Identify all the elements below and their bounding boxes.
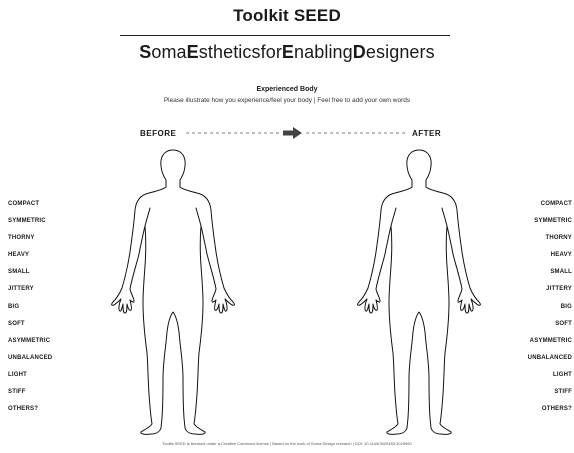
human-body-outline-icon xyxy=(112,150,235,434)
footer-credit: Toolkit SEED is licensed under a Creativ… xyxy=(0,441,574,446)
before-label: BEFORE xyxy=(140,129,176,138)
body-outline-after[interactable] xyxy=(351,148,487,438)
adjective-right-small[interactable]: SMALL xyxy=(528,268,572,285)
adjective-right-jittery[interactable]: JITTERY xyxy=(528,285,572,302)
adjective-right-thorny[interactable]: THORNY xyxy=(528,234,572,251)
adjective-left-symmetric[interactable]: SYMMETRIC xyxy=(8,217,52,234)
toolkit-subtitle: SomaEstheticsforEnablingDesigners xyxy=(0,42,574,63)
subtitle-part: sthetics xyxy=(199,42,261,62)
adjective-right-symmetric[interactable]: SYMMETRIC xyxy=(528,217,572,234)
subtitle-part: esigners xyxy=(366,42,435,62)
adjective-left-small[interactable]: SMALL xyxy=(8,268,52,285)
adjective-left-others[interactable]: OTHERS? xyxy=(8,405,52,422)
adjective-left-unbalanced[interactable]: UNBALANCED xyxy=(8,354,52,371)
adjective-left-compact[interactable]: COMPACT xyxy=(8,200,52,217)
adjective-left-light[interactable]: LIGHT xyxy=(8,371,52,388)
toolkit-title: Toolkit SEED xyxy=(0,6,574,26)
arrow-right-icon xyxy=(283,127,302,139)
instructions-text: Please illustrate how you experience/fee… xyxy=(0,97,574,104)
adjective-right-light[interactable]: LIGHT xyxy=(528,371,572,388)
adjective-right-big[interactable]: BIG xyxy=(528,303,572,320)
adjective-right-others[interactable]: OTHERS? xyxy=(528,405,572,422)
adjective-right-unbalanced[interactable]: UNBALANCED xyxy=(528,354,572,371)
adjective-right-soft[interactable]: SOFT xyxy=(528,320,572,337)
after-label: AFTER xyxy=(412,129,441,138)
subtitle-part: S xyxy=(139,42,151,62)
subtitle-part: for xyxy=(261,42,282,62)
adjective-right-stiff[interactable]: STIFF xyxy=(528,388,572,405)
subtitle-part: D xyxy=(353,42,366,62)
adjective-left-soft[interactable]: SOFT xyxy=(8,320,52,337)
subtitle-part: nabling xyxy=(294,42,353,62)
body-outline-before[interactable] xyxy=(105,148,241,438)
adjective-left-heavy[interactable]: HEAVY xyxy=(8,251,52,268)
adjective-left-thorny[interactable]: THORNY xyxy=(8,234,52,251)
human-body-outline-icon xyxy=(358,150,481,434)
subtitle-part: E xyxy=(187,42,199,62)
title-rule xyxy=(120,35,450,36)
adjective-left-big[interactable]: BIG xyxy=(8,303,52,320)
adjective-right-asymmetric[interactable]: ASYMMETRIC xyxy=(528,337,572,354)
subtitle-part: E xyxy=(282,42,294,62)
adjective-left-stiff[interactable]: STIFF xyxy=(8,388,52,405)
adjective-left-asymmetric[interactable]: ASYMMETRIC xyxy=(8,337,52,354)
subtitle-part: oma xyxy=(151,42,186,62)
adjective-left-jittery[interactable]: JITTERY xyxy=(8,285,52,302)
adjective-right-compact[interactable]: COMPACT xyxy=(528,200,572,217)
section-heading: Experienced Body xyxy=(0,86,574,93)
adjective-right-heavy[interactable]: HEAVY xyxy=(528,251,572,268)
